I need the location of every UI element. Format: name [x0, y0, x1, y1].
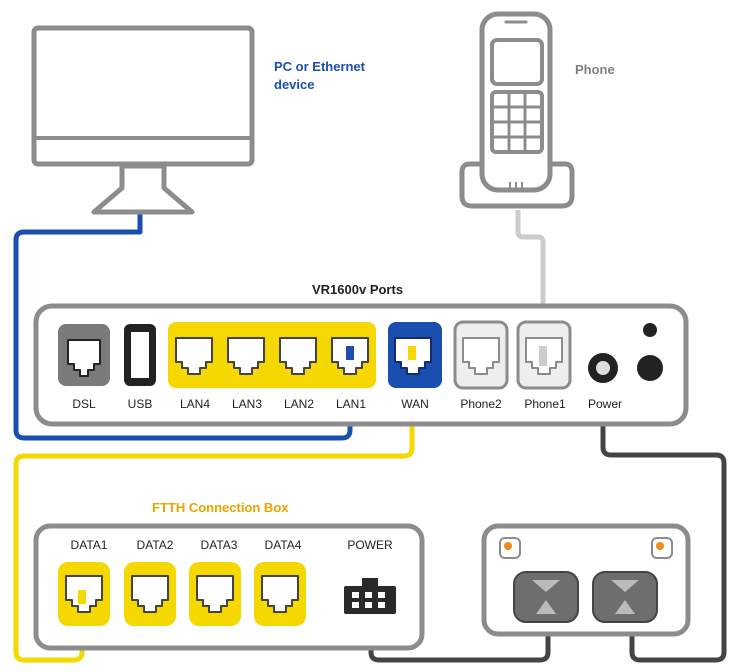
router-title: VR1600v Ports — [312, 282, 404, 297]
port-label-data2: DATA2 — [136, 538, 174, 552]
usb-port — [124, 324, 156, 386]
port-label-data3: DATA3 — [200, 538, 238, 552]
dsl-port — [58, 324, 110, 386]
port-label-data1: DATA1 — [70, 538, 108, 552]
port-label-data4: DATA4 — [264, 538, 302, 552]
port-label-lan3: LAN3 — [231, 397, 263, 411]
data4-port — [254, 562, 306, 626]
port-label-phone1: Phone1 — [524, 397, 566, 411]
psu-socket-left — [513, 571, 579, 623]
phone2-port — [453, 320, 509, 390]
ethernet-plug — [346, 346, 354, 360]
lan2-port — [279, 337, 317, 375]
led-indicator-icon — [656, 542, 664, 550]
reset-button-icon — [643, 323, 657, 337]
ftth-power-connector — [344, 578, 396, 614]
port-label-power: Power — [587, 397, 623, 411]
lan3-port — [227, 337, 265, 375]
psu-socket-right — [592, 571, 658, 623]
port-label-lan4: LAN4 — [179, 397, 211, 411]
power-button-icon — [637, 355, 663, 381]
port-label-usb: USB — [127, 397, 153, 411]
led-indicator-icon — [504, 542, 512, 550]
port-label-lan2: LAN2 — [283, 397, 315, 411]
lan4-port — [175, 337, 213, 375]
data3-port — [189, 562, 241, 626]
phone-cable — [515, 210, 546, 372]
data2-port — [124, 562, 176, 626]
port-label-dsl: DSL — [72, 397, 96, 411]
port-label-lan1: LAN1 — [335, 397, 367, 411]
ftth-power-cable — [368, 604, 551, 663]
pc-monitor-icon — [31, 25, 255, 215]
ethernet-cable — [13, 212, 353, 441]
phone-label: Phone — [575, 62, 615, 77]
phone-plug — [539, 346, 547, 366]
fibre-plug — [78, 590, 86, 604]
port-label-wan: WAN — [401, 397, 429, 411]
router-power-cable — [600, 372, 727, 663]
lan-ports-group — [168, 322, 376, 388]
pc-device-label: PC or Ethernet device — [274, 59, 366, 92]
ftth-box-title: FTTH Connection Box — [152, 500, 289, 515]
fibre-data-cable — [13, 352, 415, 663]
port-label-ftth-power: POWER — [347, 538, 393, 552]
power-socket — [588, 353, 618, 383]
port-label-phone2: Phone2 — [460, 397, 502, 411]
fibre-plug — [408, 346, 416, 360]
phone-handset-icon — [459, 11, 575, 209]
